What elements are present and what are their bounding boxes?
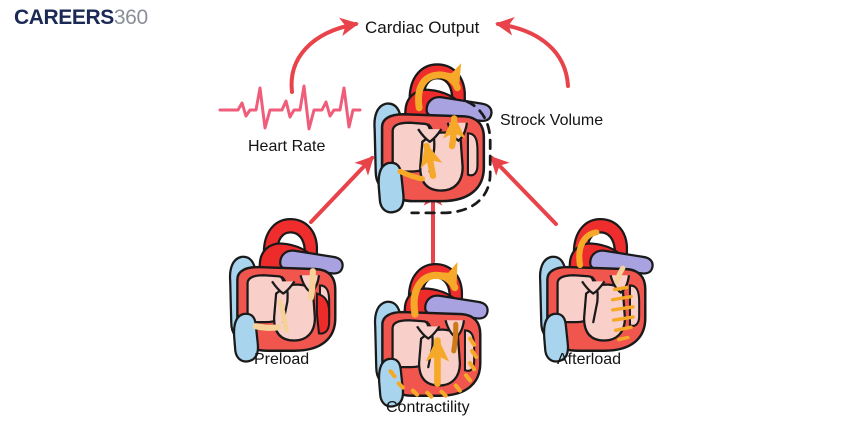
node-label-afterload: Afterload: [557, 351, 622, 368]
edge-preload-to-strock-volume: [309, 155, 375, 224]
edge-strock-volume-to-cardiac-output: [495, 16, 570, 88]
edge-afterload-to-strock-volume: [489, 155, 558, 226]
node-label-contractility: Contractility: [386, 399, 470, 416]
connector-arrows: [289, 16, 570, 264]
node-label-preload: Preload: [254, 351, 310, 368]
node-label-strock-volume: Strock Volume: [500, 112, 604, 129]
heart-icon-contractility: [373, 261, 489, 408]
edge-heart-rate-to-cardiac-output: [289, 17, 359, 94]
ecg-waveform-icon: [218, 84, 362, 131]
heart-icon-strock-volume: [373, 63, 493, 215]
careers360-logo: CAREERS360: [14, 7, 148, 28]
heart-icon-preload: [228, 217, 344, 363]
node-label-heart-rate: Heart Rate: [248, 138, 326, 155]
logo-brand-sub: 360: [113, 6, 148, 29]
logo-brand-main: CAREERS: [14, 6, 114, 29]
node-label-cardiac-output: Cardiac Output: [365, 18, 480, 37]
heart-icon-afterload: [538, 217, 654, 363]
